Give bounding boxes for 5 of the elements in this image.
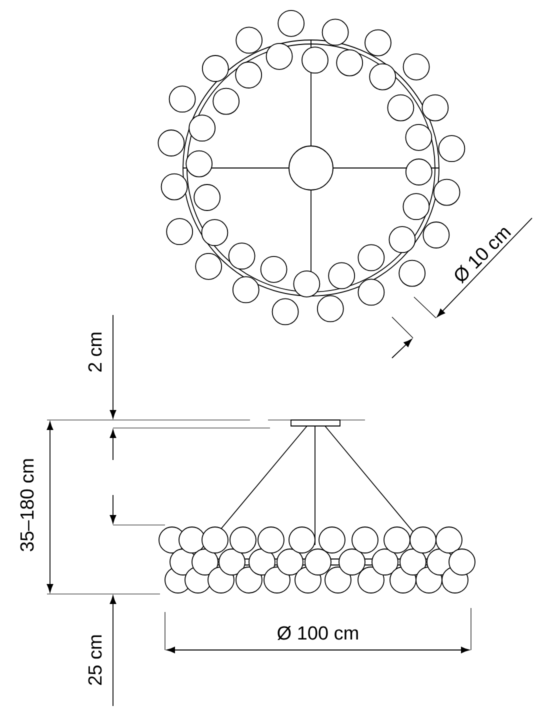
- dimension-label: Ø 100 cm: [277, 626, 358, 640]
- dimension-label: 25 cm: [88, 635, 102, 685]
- dimension-label: 2 cm: [88, 332, 102, 372]
- dimension-label: 35–180 cm: [20, 459, 34, 552]
- dimension-label: Ø 10 cm: [454, 228, 512, 284]
